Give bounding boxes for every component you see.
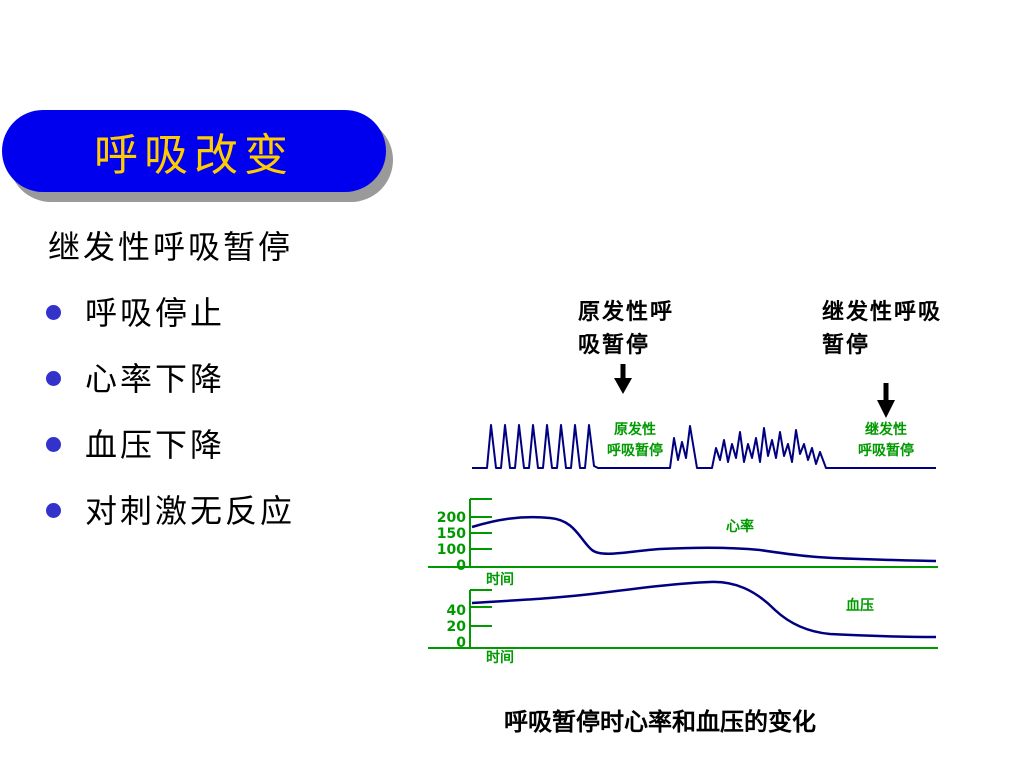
- blood-pressure-axis: [428, 589, 938, 649]
- list-item: 对刺激无反应: [46, 486, 295, 552]
- bullet-icon: [46, 371, 61, 386]
- primary-apnea-note: 原发性呼 吸暂停: [578, 296, 674, 362]
- primary-apnea-note-line: 吸暂停: [578, 332, 651, 358]
- secondary-apnea-note-line: 暂停: [822, 332, 871, 358]
- blood-pressure-tick-label: 0: [456, 635, 466, 651]
- heart-rate-time-label: 时间: [486, 571, 514, 588]
- secondary-apnea-note: 继发性呼吸 暂停: [822, 296, 942, 362]
- secondary-apnea-note-line: 继发性呼吸: [822, 299, 943, 325]
- list-item-text: 心率下降: [85, 360, 226, 398]
- page-title: 呼吸改变: [94, 130, 294, 181]
- heart-rate-label: 心率: [726, 518, 754, 535]
- list-item-text: 对刺激无反应: [85, 492, 296, 530]
- heart-rate-tick-label: 150: [437, 526, 466, 542]
- list-item: 呼吸停止: [46, 288, 295, 354]
- heart-rate-curve: [471, 515, 937, 563]
- bullet-list: 呼吸停止 心率下降 血压下降 对刺激无反应: [46, 288, 295, 552]
- primary-apnea-note-line: 原发性呼: [578, 299, 675, 325]
- diagram-caption: 呼吸暂停时心率和血压的变化: [504, 707, 816, 736]
- list-item: 心率下降: [46, 354, 295, 420]
- blood-pressure-curve: [471, 580, 937, 639]
- heart-rate-tick-label: 200: [437, 510, 466, 526]
- secondary-apnea-label: 呼吸暂停: [858, 442, 914, 459]
- secondary-apnea-label: 继发性: [865, 421, 907, 438]
- primary-apnea-label: 原发性: [614, 421, 656, 438]
- bullet-icon: [46, 305, 61, 320]
- heart-rate-axis: [428, 498, 938, 568]
- secondary-arrow-icon: [877, 383, 895, 418]
- list-item: 血压下降: [46, 420, 295, 486]
- blood-pressure-label: 血压: [846, 597, 874, 614]
- title-banner: 呼吸改变: [2, 110, 386, 192]
- blood-pressure-time-label: 时间: [486, 649, 514, 666]
- subheading: 继发性呼吸暂停: [48, 228, 294, 266]
- blood-pressure-tick-label: 20: [447, 619, 467, 635]
- list-item-text: 呼吸停止: [85, 294, 226, 332]
- bullet-icon: [46, 503, 61, 518]
- bullet-icon: [46, 437, 61, 452]
- list-item-text: 血压下降: [85, 426, 226, 464]
- heart-rate-tick-label: 0: [456, 558, 466, 574]
- blood-pressure-tick-label: 40: [447, 603, 467, 619]
- respiration-trace: [472, 424, 936, 469]
- primary-apnea-label: 呼吸暂停: [607, 442, 663, 459]
- primary-arrow-icon: [614, 364, 632, 394]
- heart-rate-tick-label: 100: [437, 542, 466, 558]
